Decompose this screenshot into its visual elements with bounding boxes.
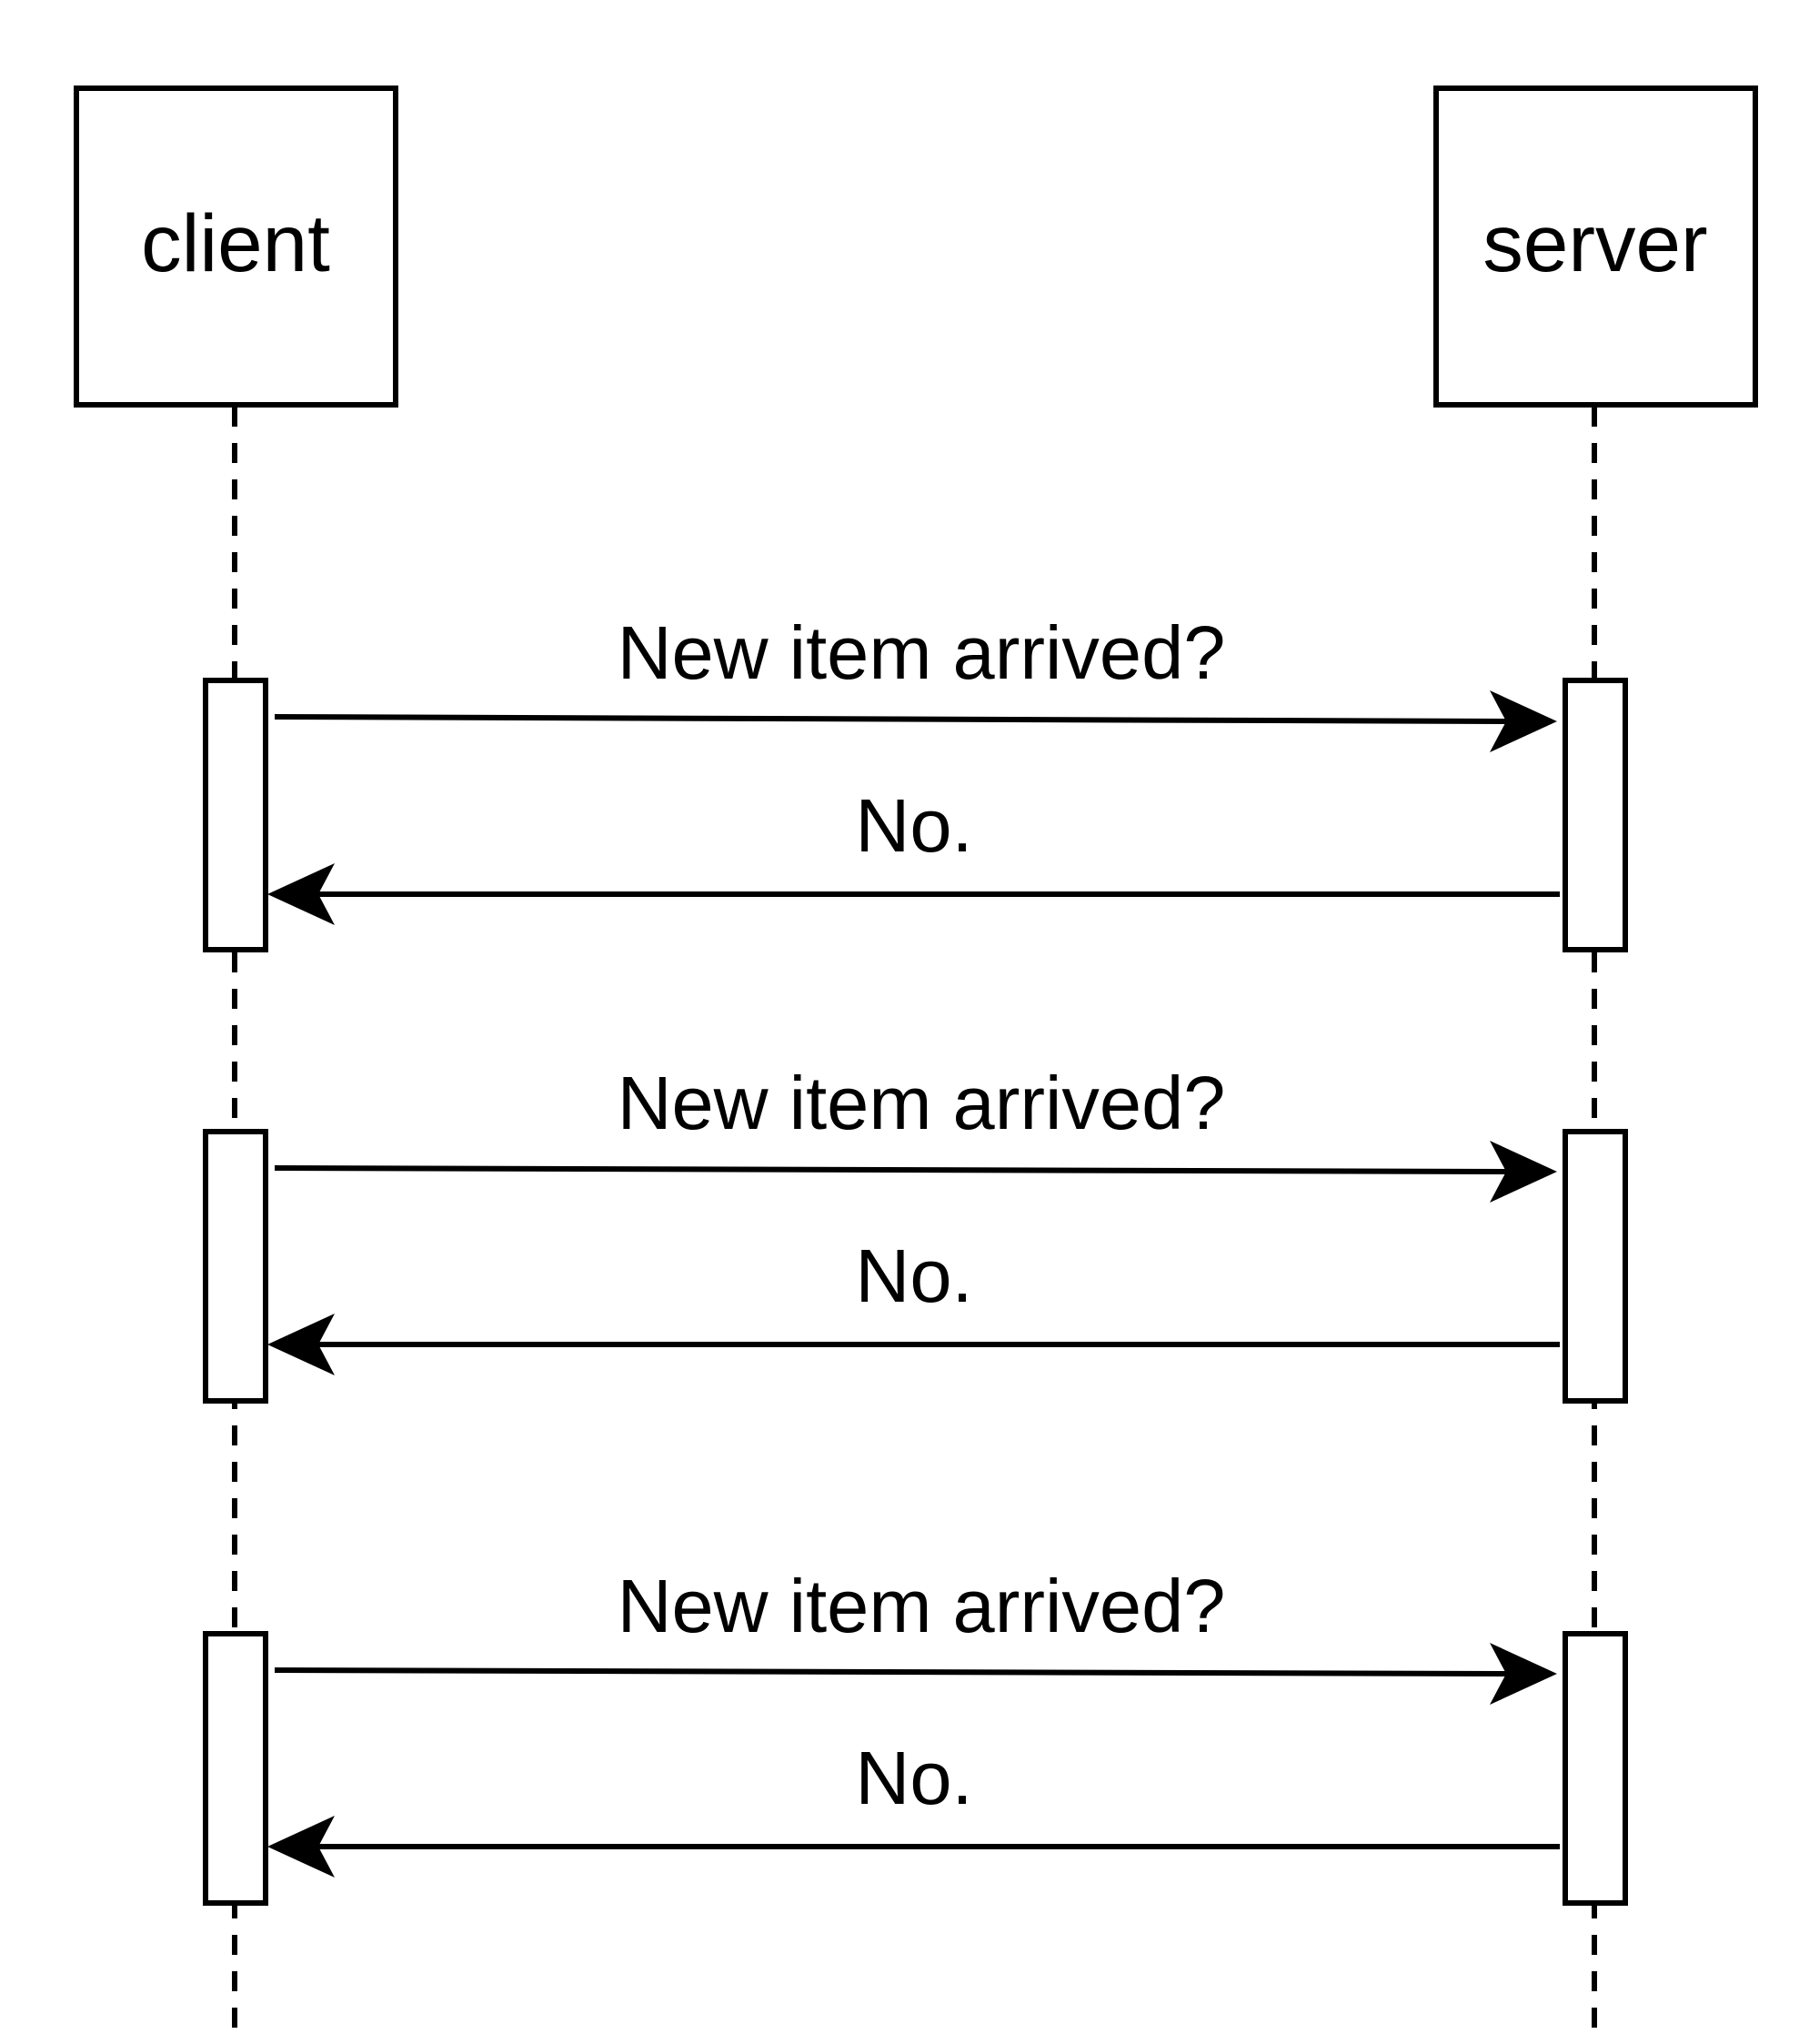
response-arrowhead	[267, 1314, 335, 1375]
server-activation-bar	[1563, 1631, 1628, 1906]
response-message-label: No.	[855, 1233, 972, 1318]
server-activation-bar	[1563, 1129, 1628, 1404]
exchange-group-1: New item arrived? No.	[203, 610, 1628, 952]
request-arrowhead	[1490, 1643, 1557, 1705]
participant-client-label: client	[141, 197, 330, 288]
participant-client-box	[74, 86, 398, 408]
participant-server-box	[1433, 86, 1758, 408]
client-activation-bar	[203, 1631, 268, 1906]
response-message-label: No.	[855, 1736, 972, 1820]
request-arrow-line	[274, 1667, 1511, 1676]
request-arrow-line	[274, 714, 1511, 724]
client-activation-bar	[203, 1129, 268, 1404]
participant-client: client	[74, 86, 398, 408]
response-message-label: No.	[855, 783, 972, 868]
response-arrowhead	[267, 863, 335, 925]
response-arrowhead	[267, 1816, 335, 1878]
server-activation-bar	[1563, 678, 1628, 952]
request-message-label: New item arrived?	[618, 1061, 1226, 1145]
request-arrowhead	[1490, 1141, 1557, 1203]
participant-server-label: server	[1482, 197, 1707, 288]
exchange-group-3: New item arrived? No.	[203, 1564, 1628, 1906]
exchange-group-2: New item arrived? No.	[203, 1061, 1628, 1404]
participant-server: server	[1433, 86, 1758, 408]
request-arrow-line	[274, 1165, 1511, 1174]
request-arrowhead	[1490, 690, 1557, 752]
client-activation-bar	[203, 678, 268, 952]
request-message-label: New item arrived?	[618, 610, 1226, 695]
request-message-label: New item arrived?	[618, 1564, 1226, 1648]
